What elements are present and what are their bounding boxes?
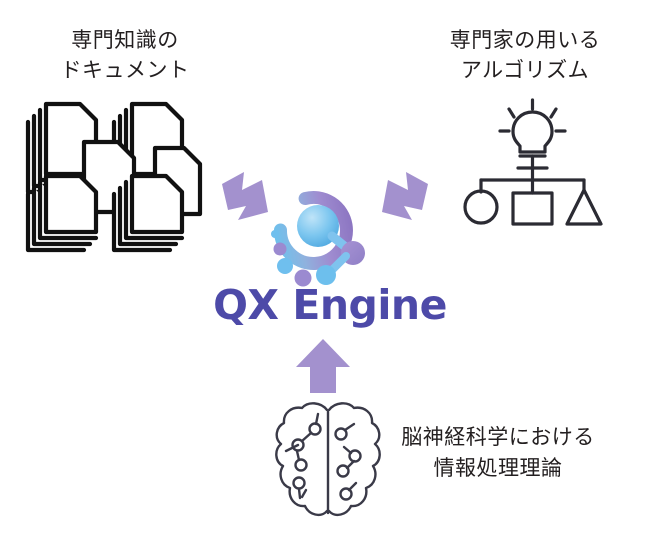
algorithms-label: 専門家の用いる アルゴリズム [449,29,601,82]
stacked-documents-icon [22,100,203,255]
arrow-up-icon [292,336,354,398]
qx-engine-wordmark: QX Engine [213,281,447,329]
arrow-down-right-icon [214,168,276,230]
brain-circuit-icon [272,398,384,523]
qx-engine-logo-mark [262,178,382,287]
neuroscience-label: 脳神経科学における 情報処理理論 [401,426,595,480]
arrow-down-left-icon [374,168,436,230]
documents-label: 専門知識の ドキュメント [60,29,190,82]
lightbulb-algorithm-tree-icon [463,98,603,228]
